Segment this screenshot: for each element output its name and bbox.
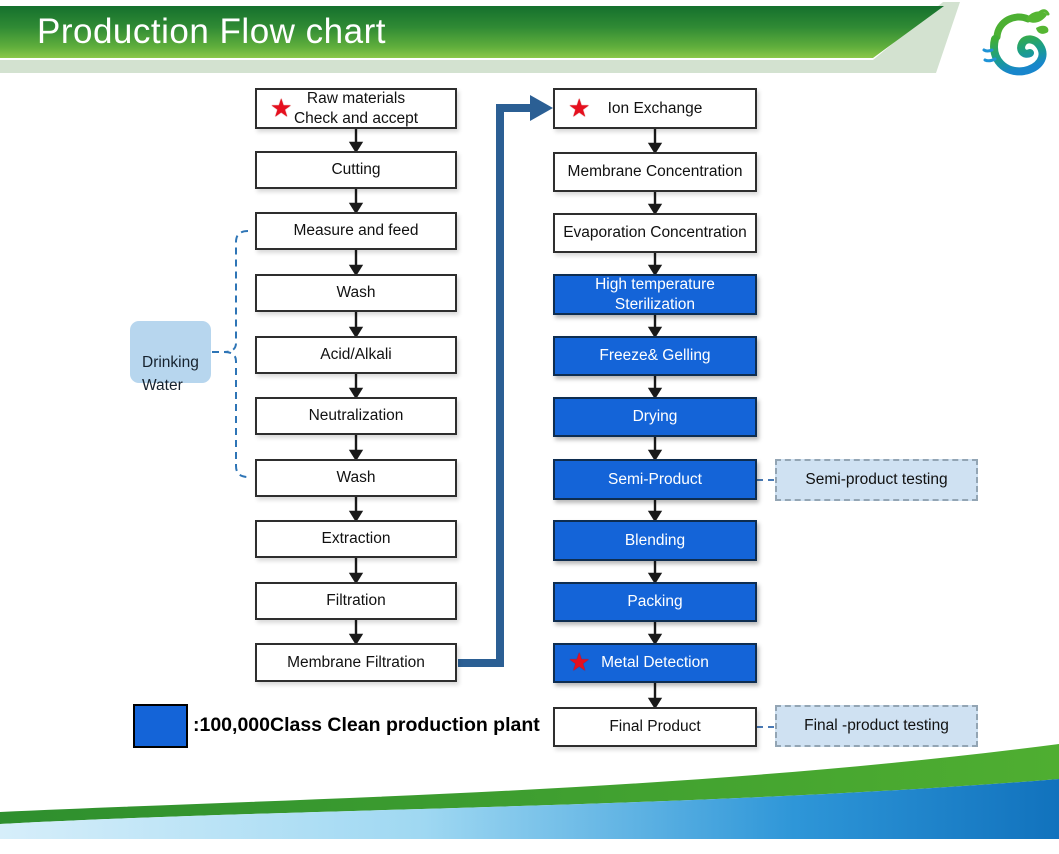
flow-step-cutting: Cutting [255,151,457,189]
flow-step-label: Final Product [609,718,701,736]
drinking-water-note: Drinking Water [130,321,211,394]
flow-step-membrane-filtration: Membrane Filtration [255,643,457,682]
header-banner-shadow [0,2,960,73]
flow-step-final-product: Final Product [553,707,757,747]
flow-step-label: Blending [624,531,686,549]
semi-product-testing-note: Semi-product testing [775,459,978,501]
flow-step-packing: Packing [553,582,757,622]
critical-point-star-icon: ★ [568,648,591,677]
flow-step-label: Evaporation Concentration [563,224,747,242]
footer-wave-green [0,744,1059,824]
flow-step-label: Cutting [331,161,381,179]
flow-step-label: Metal Detection [601,654,709,672]
flow-step-label: Drying [632,408,678,426]
testing-label: Semi-product testing [805,471,948,489]
flow-step-evaporation-concentration: Evaporation Concentration [553,213,757,253]
column-transfer-connector [458,95,553,667]
flow-step-label: High temperature Sterilization [595,276,715,313]
flow-step-label: Freeze& Gelling [599,347,711,365]
flow-step-freeze-gelling: Freeze& Gelling [553,336,757,376]
legend-label: :100,000Class Clean production plant [193,714,540,736]
flow-step-label: Measure and feed [293,222,419,240]
company-logo-icon [982,9,1050,76]
flow-step-semi-product: Semi-Product [553,459,757,500]
header-banner [0,6,944,58]
flow-arrows-right [647,129,663,710]
flow-step-extraction: Extraction [255,520,457,558]
flow-step-label: Filtration [326,592,386,610]
flow-step-wash-1: Wash [255,274,457,312]
critical-point-star-icon: ★ [568,94,591,122]
flow-step-label: Ion Exchange [607,99,703,117]
flow-step-label: Membrane Filtration [287,653,425,671]
footer-wave-blue [0,779,1059,839]
drinking-water-brace [212,230,249,478]
flow-step-label: Semi-Product [608,470,702,488]
page-title: Production Flow chart [37,12,386,51]
critical-point-star-icon: ★ [270,94,293,122]
flow-step-high-temperature-sterilization: High temperature Sterilization [553,274,757,315]
flow-arrows-left [348,129,364,646]
flow-step-acid-alkali: Acid/Alkali [255,336,457,374]
flow-step-membrane-concentration: Membrane Concentration [553,152,757,192]
flow-step-drying: Drying [553,397,757,437]
flow-step-neutralization: Neutralization [255,397,457,435]
flow-step-label: Wash [336,284,376,302]
flow-step-ion-exchange: ★ Ion Exchange [553,88,757,129]
flow-step-label: Membrane Concentration [567,163,743,181]
testing-links [757,479,775,728]
flow-step-filtration: Filtration [255,582,457,620]
flow-step-raw-materials: ★ Raw materials Check and accept [255,88,457,129]
flow-step-label: Packing [627,593,683,611]
final-product-testing-note: Final -product testing [775,705,978,747]
flow-step-wash-2: Wash [255,459,457,497]
flow-step-blending: Blending [553,520,757,561]
flow-step-label: Wash [336,469,376,487]
flow-step-label: Acid/Alkali [320,346,392,364]
legend-clean-room-swatch [133,704,188,748]
flow-step-metal-detection: ★ Metal Detection [553,643,757,683]
flow-step-measure-and-feed: Measure and feed [255,212,457,250]
testing-label: Final -product testing [804,717,949,735]
flow-step-label: Extraction [321,530,391,548]
flow-step-label: Neutralization [308,407,404,425]
flow-step-label: Raw materials Check and accept [293,90,419,127]
